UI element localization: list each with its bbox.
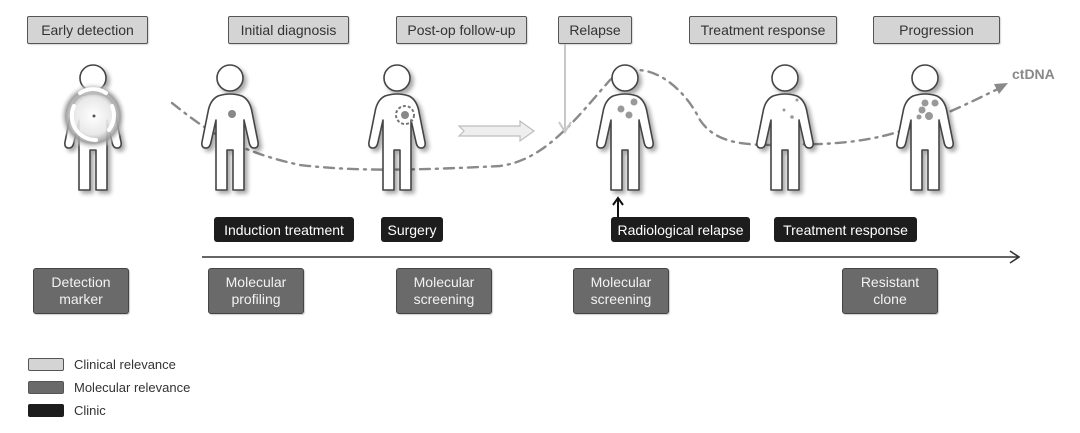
ctdna-curve	[170, 68, 1002, 171]
legend-swatch-clinical	[28, 357, 64, 371]
legend-label: Clinical relevance	[74, 356, 176, 372]
lesion-dot	[401, 111, 409, 119]
legend-item-molecular: Molecular relevance	[28, 378, 190, 396]
molecular-label-molecular-screening-relapse: Molecular screening	[573, 268, 669, 314]
molecular-label-line: Molecular	[413, 274, 475, 290]
figure-progression	[896, 64, 954, 191]
figure-treatment-response	[756, 64, 814, 191]
figure-initial-diagnosis	[201, 64, 259, 191]
stage-label-progression: Progression	[873, 16, 1000, 44]
clinic-label-surgery: Surgery	[381, 217, 443, 242]
stage-label-initial-diagnosis: Initial diagnosis	[228, 16, 349, 44]
stage-label-relapse: Relapse	[558, 16, 632, 44]
lesion-dot	[617, 105, 625, 113]
molecular-label-line: clone	[873, 291, 907, 307]
radiological-pointer-head	[612, 196, 624, 206]
legend-item-clinic: Clinic	[28, 401, 106, 419]
stage-label-post-op-follow-up: Post-op follow-up	[396, 16, 527, 44]
molecular-label-line: Detection	[51, 274, 111, 290]
detection-ring-arc	[69, 104, 98, 143]
molecular-label-line: Molecular	[590, 274, 652, 290]
legend-swatch-clinic	[28, 403, 64, 417]
molecular-label-line: Resistant	[860, 274, 920, 290]
legend-label: Clinic	[74, 402, 106, 418]
detection-ring-arc	[107, 104, 116, 132]
molecular-label-resistant-clone: Resistant clone	[842, 268, 938, 314]
timeline-arrowhead	[1009, 250, 1021, 264]
molecular-label-line: Molecular	[225, 274, 287, 290]
lesion-dot	[228, 110, 236, 118]
lesion-dot	[931, 99, 939, 107]
lesion-dot	[630, 98, 638, 106]
ctdna-label: ctDNA	[1012, 66, 1055, 82]
relapse-pointer-head	[558, 121, 572, 134]
lesion-dot	[918, 106, 926, 114]
molecular-label-line: screening	[413, 291, 475, 307]
legend-item-clinical: Clinical relevance	[28, 355, 176, 373]
legend-swatch-molecular	[28, 380, 64, 394]
molecular-label-detection-marker: Detection marker	[33, 268, 129, 314]
lesion-dot	[795, 98, 799, 102]
stage-label-treatment-response: Treatment response	[689, 16, 837, 44]
molecular-label-molecular-profiling: Molecular profiling	[208, 268, 304, 314]
lesion-dot	[782, 108, 786, 112]
molecular-label-line: profiling	[231, 291, 281, 307]
detection-ring-arc	[78, 87, 108, 95]
lesion-dot	[625, 111, 633, 119]
clinic-label-radiological-relapse: Radiological relapse	[611, 217, 750, 242]
ctdna-arrowhead	[994, 83, 1008, 94]
detection-dot	[92, 114, 96, 118]
molecular-label-molecular-screening-postop: Molecular screening	[396, 268, 492, 314]
molecular-label-line: screening	[590, 291, 652, 307]
legend-label: Molecular relevance	[74, 379, 191, 395]
figure-post-op	[368, 64, 426, 191]
lesion-dot	[916, 114, 922, 120]
clinic-label-treatment-response: Treatment response	[774, 217, 917, 242]
resection-margin	[395, 105, 415, 125]
lesion-dot	[921, 99, 929, 107]
lesion-dot	[790, 115, 794, 119]
lesion-dot	[925, 112, 933, 120]
transition-arrow	[457, 119, 536, 143]
stage-label-early-detection: Early detection	[27, 16, 148, 44]
molecular-label-line: marker	[59, 291, 103, 307]
clinic-label-induction-treatment: Induction treatment	[214, 217, 354, 242]
